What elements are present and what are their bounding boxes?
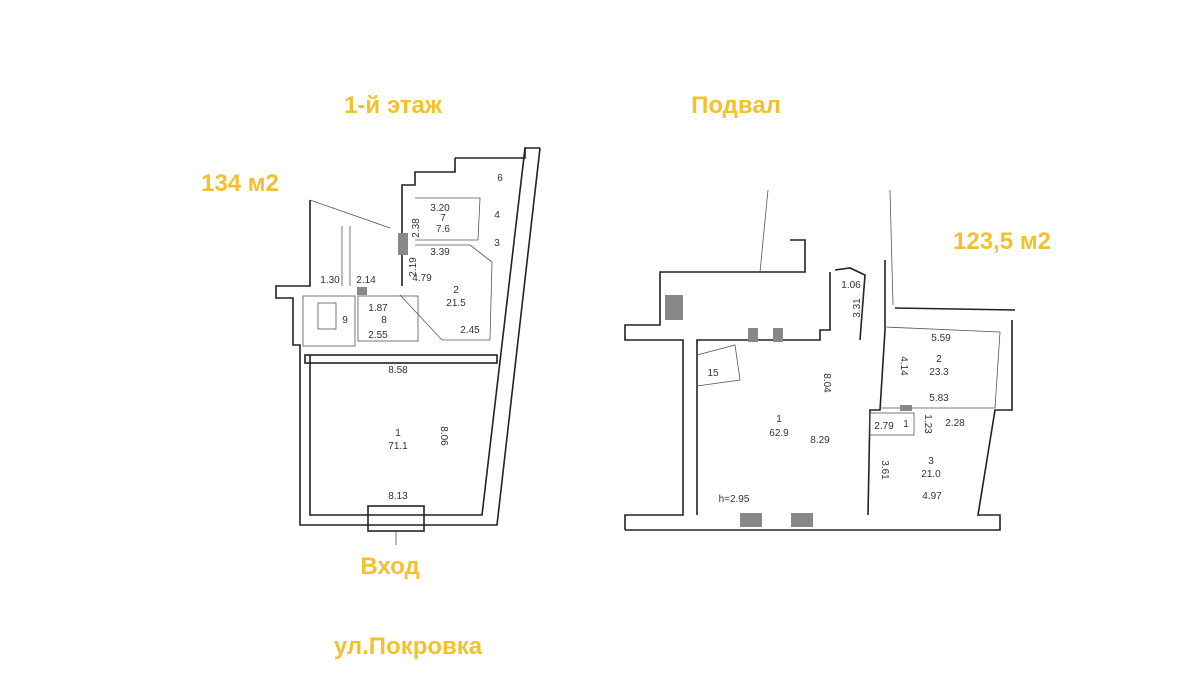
label: 2.55 xyxy=(368,330,388,341)
basement-plan: 1.06 3.31 5.59 4.14 2 23.3 5.83 8.04 15 … xyxy=(624,189,1016,531)
label: 5.83 xyxy=(929,393,949,404)
street-label: ул.Покровка xyxy=(333,633,483,660)
basement-title: Подвал xyxy=(691,92,781,119)
label: 2 xyxy=(453,285,459,296)
label: 3.31 xyxy=(852,298,863,318)
label: 8.58 xyxy=(388,365,408,376)
label: 3 xyxy=(928,456,934,467)
label: 62.9 xyxy=(769,428,789,439)
label: 2.14 xyxy=(356,275,376,286)
label: 1.23 xyxy=(922,414,933,434)
label: 21.0 xyxy=(921,469,941,480)
label: 71.1 xyxy=(388,441,408,452)
label: 8.29 xyxy=(810,435,830,446)
label: 3.39 xyxy=(430,247,450,258)
label: 1 xyxy=(395,428,401,439)
label: 7 xyxy=(440,213,446,224)
floor1-area: 134 м2 xyxy=(201,170,279,197)
label: 2.45 xyxy=(460,325,480,336)
label: 3.61 xyxy=(879,460,890,480)
label: 6 xyxy=(497,173,503,184)
label: 23.3 xyxy=(929,367,949,378)
basement-area: 123,5 м2 xyxy=(953,228,1051,255)
label: 15 xyxy=(707,368,719,379)
label: 9 xyxy=(342,315,348,326)
label: 4.97 xyxy=(922,491,942,502)
label: 2.28 xyxy=(945,418,965,429)
label: 1.06 xyxy=(841,280,861,291)
entrance-label: Вход xyxy=(360,553,420,580)
label: h=2.95 xyxy=(719,494,750,505)
label: 2 xyxy=(936,354,942,365)
label: 1 xyxy=(776,414,782,425)
label: 3 xyxy=(494,238,500,249)
label: 5.59 xyxy=(931,333,951,344)
label: 2.19 xyxy=(408,257,419,277)
floor1-plan: 6 3.20 7 7.6 2.38 4 3 3.39 2.19 4.79 2 2… xyxy=(275,147,541,545)
floor1-title: 1-й этаж xyxy=(344,92,442,119)
label: 2.38 xyxy=(411,218,422,238)
label: 8.13 xyxy=(388,491,408,502)
label: 8.06 xyxy=(438,426,449,446)
label: 1 xyxy=(903,419,909,430)
label: 4.79 xyxy=(412,273,432,284)
label: 4 xyxy=(494,210,500,221)
label: 8 xyxy=(381,315,387,326)
label: 2.79 xyxy=(874,421,894,432)
label: 1.30 xyxy=(320,275,340,286)
label: 21.5 xyxy=(446,298,466,309)
label: 3.20 xyxy=(430,203,450,214)
label: 1.87 xyxy=(368,303,388,314)
label: 7.6 xyxy=(436,224,450,235)
label: 8.04 xyxy=(821,373,832,393)
label: 4.14 xyxy=(898,356,909,376)
